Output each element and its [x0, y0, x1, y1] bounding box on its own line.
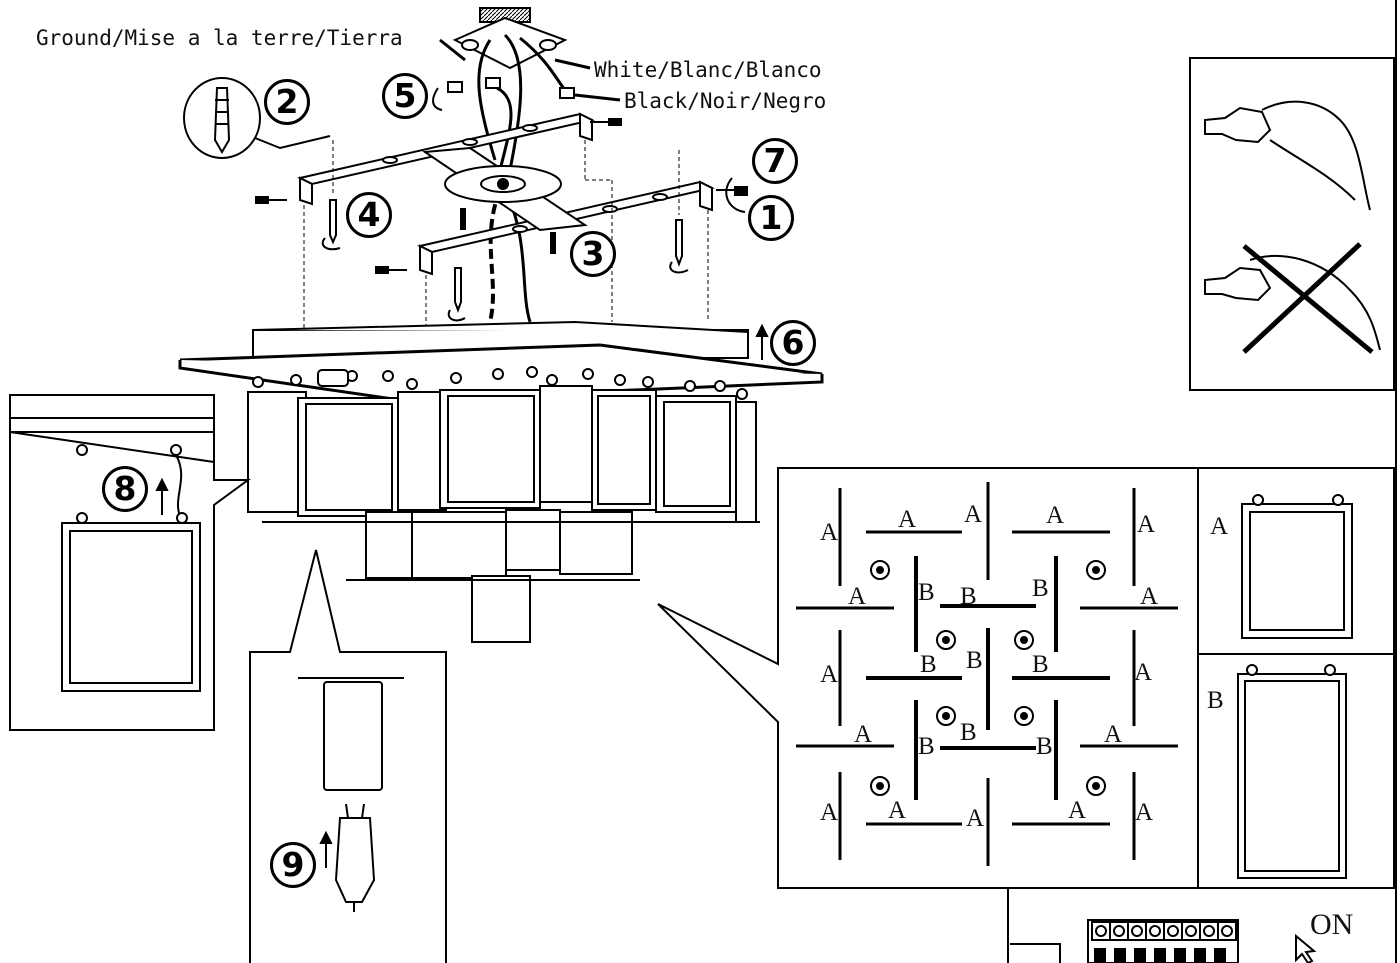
bulb-handling-box [1189, 57, 1395, 391]
glass-panels [247, 385, 757, 643]
step-4-badge: 4 [346, 192, 392, 238]
pattern-label-a: A [820, 519, 839, 546]
wire-nuts [447, 77, 575, 99]
step-2-badge: 2 [264, 79, 310, 125]
pattern-label-a: A [1104, 721, 1123, 748]
pattern-label-b: B [920, 651, 937, 678]
pattern-label-a: A [820, 799, 839, 826]
rotation-arrows [321, 87, 746, 322]
pattern-label-b: B [966, 647, 983, 674]
pattern-label-b: B [1036, 733, 1053, 760]
pattern-label-b: B [960, 583, 977, 610]
black-wire-label: Black/Noir/Negro [624, 89, 827, 113]
legend-label-a: A [1210, 513, 1229, 540]
pattern-label-b: B [918, 579, 935, 606]
bulb-inset [249, 549, 447, 963]
pattern-label-a: A [966, 805, 985, 832]
step-6-badge: 6 [770, 320, 816, 366]
lift-arrow [755, 323, 769, 360]
step-5-badge: 5 [382, 73, 428, 119]
hanging-hooks [252, 366, 748, 400]
legend-panel-a [1241, 494, 1353, 639]
pattern-label-a: A [848, 583, 867, 610]
mounting-bracket-upper [297, 112, 595, 206]
pattern-label-a: A [1068, 797, 1087, 824]
pattern-label-a: A [1140, 583, 1159, 610]
step-9-badge: 9 [270, 842, 316, 888]
pattern-label-a: A [1137, 511, 1156, 538]
legend-panel-b [1237, 664, 1347, 879]
pattern-label-b: B [960, 719, 977, 746]
bracket-screws [255, 118, 748, 274]
pattern-label-a: A [1135, 799, 1154, 826]
layout-sockets [870, 560, 1106, 796]
breaker-switches [1094, 948, 1226, 963]
pattern-label-a: A [964, 501, 983, 528]
pattern-label-b: B [1032, 651, 1049, 678]
legend-label-b: B [1207, 687, 1224, 714]
panel-hook-arrow [155, 477, 169, 515]
pattern-label-a: A [1046, 502, 1065, 529]
pattern-label-b: B [1032, 575, 1049, 602]
anchor-screws [329, 199, 683, 313]
step-3-badge: 3 [570, 231, 616, 277]
breaker-on-label: ON [1310, 908, 1354, 941]
layout-rods [796, 482, 1178, 866]
step-8-badge: 8 [102, 466, 148, 512]
ceiling-junction-box [452, 7, 568, 70]
pattern-label-a: A [854, 721, 873, 748]
step-7-badge: 7 [752, 138, 798, 184]
step-1-badge: 1 [748, 195, 794, 241]
cursor-pointer-icon [1295, 933, 1317, 963]
breaker-box [1007, 888, 1239, 963]
do-not-touch-cross [1242, 242, 1374, 354]
pattern-label-a: A [1134, 659, 1153, 686]
ground-wire-label: Ground/Mise a la terre/Tierra [36, 26, 403, 50]
wall-anchor-callout [183, 77, 331, 159]
white-wire-label: White/Blanc/Blanco [594, 58, 822, 82]
pattern-label-a: A [820, 661, 839, 688]
panel-hook-inset [9, 394, 252, 731]
pattern-label-a: A [888, 797, 907, 824]
pattern-label-a: A [898, 506, 917, 533]
center-plate [444, 165, 562, 203]
lower-frame-rails [262, 521, 760, 581]
pattern-label-b: B [918, 733, 935, 760]
bulb-insert-arrow [319, 830, 333, 868]
